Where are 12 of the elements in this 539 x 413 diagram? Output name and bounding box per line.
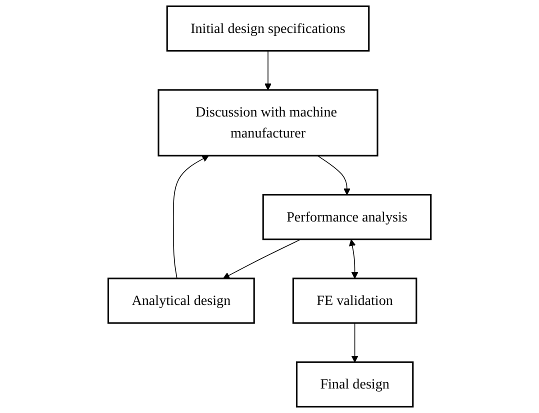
arrow [222, 238, 302, 279]
node-box: Performance analysis [262, 194, 432, 240]
arrow [348, 239, 358, 279]
arrow [264, 50, 272, 90]
arrow [317, 155, 350, 196]
arrow [351, 322, 358, 362]
node-box: Final design [296, 361, 414, 408]
node-box: Initial design specifications [166, 6, 370, 52]
node-box: Analytical design [107, 278, 255, 324]
arrow [172, 155, 209, 279]
node-box: FE validation [292, 278, 418, 324]
node-box: Discussion with machine manufacturer [158, 89, 378, 156]
